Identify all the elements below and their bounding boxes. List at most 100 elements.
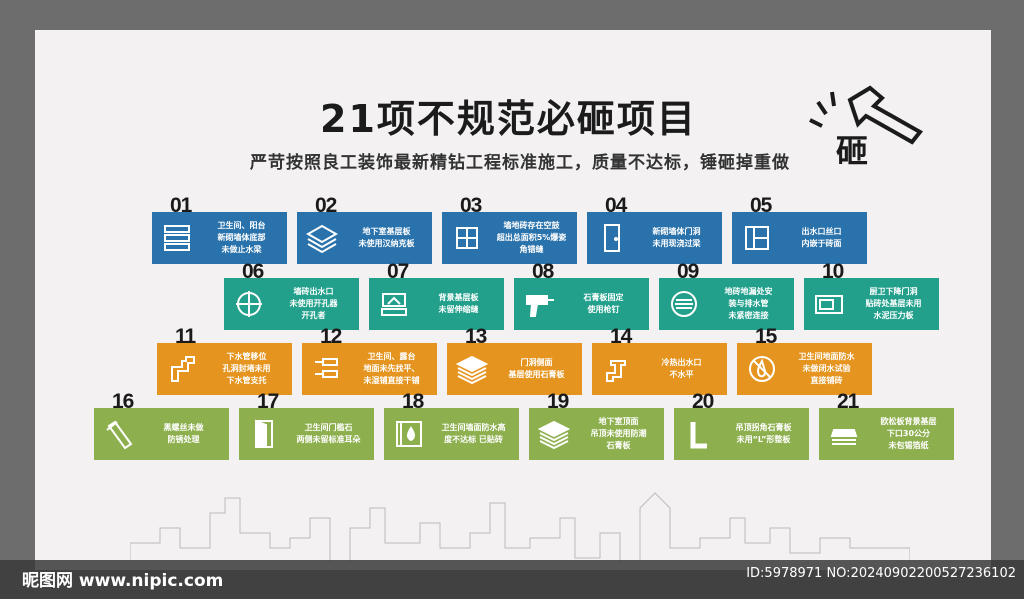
- item-text: 地下室基层板未使用汉纳克板: [358, 227, 415, 248]
- page-title: 21项不规范必砸项目: [320, 97, 697, 141]
- crosshair-icon: [224, 288, 274, 320]
- drain-icon: [659, 288, 709, 320]
- stack-icon: [447, 353, 497, 385]
- item-card-06: 墙砖出水口未使用开孔器开孔者 06: [224, 260, 359, 330]
- item-card-01: 卫生间、阳台新砌墙体底部未做止水梁 01: [152, 194, 287, 264]
- item-box: 卫生间墙面防水高度不达标 已贴砖: [384, 408, 519, 460]
- drill-icon: [514, 288, 564, 320]
- item-box: 出水口丝口内嵌于砖面: [732, 212, 867, 264]
- item-number: 12: [320, 325, 342, 348]
- sheets-icon: [819, 418, 869, 450]
- item-text: 新砌墙体门洞未用现浇过梁: [652, 227, 701, 248]
- item-box: 地下室顶面吊顶未使用防潮石膏板: [529, 408, 664, 460]
- item-card-05: 出水口丝口内嵌于砖面 05: [732, 194, 867, 264]
- footer-bar: [0, 560, 1024, 599]
- item-card-19: 地下室顶面吊顶未使用防潮石膏板 19: [529, 390, 664, 460]
- item-text: 墙地砖存在空鼓超出总面积5%爆瓷角错缝: [496, 221, 567, 254]
- item-number: 01: [170, 194, 192, 217]
- item-card-13: 门洞侧面基层使用石膏板 13: [447, 325, 582, 395]
- item-card-18: 卫生间墙面防水高度不达标 已贴砖 18: [384, 390, 519, 460]
- item-card-09: 地砖地漏处安装与排水管未紧密连接 09: [659, 260, 794, 330]
- item-text: 下水管移位孔洞封堵未用下水管支托: [222, 352, 271, 385]
- page-subtitle: 严苛按照良工装饰最新精钻工程标准施工，质量不达标，锤砸掉重做: [250, 153, 790, 173]
- item-text: 欧松板背景基层下口30公分未包锡箔纸: [880, 417, 937, 450]
- pipe-icon: [157, 353, 207, 385]
- item-text: 卫生间门槛石两侧未留标准耳朵: [296, 423, 361, 444]
- item-text: 卫生间地面防水未做闭水试验直接铺砖: [798, 352, 855, 385]
- faucet-icon: [592, 353, 642, 385]
- item-box: 冷热出水口不水平: [592, 343, 727, 395]
- item-number: 07: [387, 260, 409, 283]
- item-card-11: 下水管移位孔洞封堵未用下水管支托 11: [157, 325, 292, 395]
- item-card-02: 地下室基层板未使用汉纳克板 02: [297, 194, 432, 264]
- item-box: 地下室基层板未使用汉纳克板: [297, 212, 432, 264]
- item-text: 墙砖出水口未使用开孔器开孔者: [289, 287, 338, 320]
- item-card-21: 欧松板背景基层下口30公分未包锡箔纸 21: [819, 390, 954, 460]
- bricks-icon: [152, 222, 202, 254]
- item-number: 08: [532, 260, 554, 283]
- item-box: 卫生间地面防水未做闭水试验直接铺砖: [737, 343, 872, 395]
- item-text: 卫生间、露台地面未先找平、未湿铺直接干铺: [363, 352, 420, 385]
- item-number: 09: [677, 260, 699, 283]
- item-card-07: 背景基层板未留伸缩缝 07: [369, 260, 504, 330]
- item-box: 新砌墙体门洞未用现浇过梁: [587, 212, 722, 264]
- item-text: 门洞侧面基层使用石膏板: [508, 358, 565, 379]
- item-number: 10: [822, 260, 844, 283]
- item-card-08: 石膏板固定使用枪钉 08: [514, 260, 649, 330]
- item-text: 黑螺丝未做防锈处理: [163, 423, 204, 444]
- item-number: 02: [315, 194, 337, 217]
- site-logo[interactable]: 昵图网 www.nipic.com: [22, 571, 224, 591]
- item-text: 石膏板固定使用枪钉: [583, 293, 624, 314]
- item-number: 14: [610, 325, 632, 348]
- item-card-12: 卫生间、露台地面未先找平、未湿铺直接干铺 12: [302, 325, 437, 395]
- hammer-icon: 砸: [809, 85, 924, 170]
- item-text: 卫生间墙面防水高度不达标 已贴砖: [441, 423, 506, 444]
- city-skyline-icon: [130, 492, 910, 563]
- door-open-icon: [239, 418, 289, 450]
- no-water-icon: [737, 353, 787, 385]
- l-shape-icon: [674, 418, 724, 450]
- item-box: 卫生间、阳台新砌墙体底部未做止水梁: [152, 212, 287, 264]
- waterproof-icon: [384, 418, 434, 450]
- item-text: 吊顶拐角石膏板未用“L”形整板: [735, 423, 792, 444]
- item-box: 背景基层板未留伸缩缝: [369, 278, 504, 330]
- item-box: 门洞侧面基层使用石膏板: [447, 343, 582, 395]
- item-number: 13: [465, 325, 487, 348]
- hammer-label: 砸: [836, 132, 868, 170]
- item-card-15: 卫生间地面防水未做闭水试验直接铺砖 15: [737, 325, 872, 395]
- item-box: 石膏板固定使用枪钉: [514, 278, 649, 330]
- item-number: 20: [692, 390, 714, 413]
- item-card-03: 墙地砖存在空鼓超出总面积5%爆瓷角错缝 03: [442, 194, 577, 264]
- item-number: 19: [547, 390, 569, 413]
- item-number: 04: [605, 194, 627, 217]
- level-icon: [302, 353, 352, 385]
- panel-icon: [732, 222, 782, 254]
- item-box: 卫生间门槛石两侧未留标准耳朵: [239, 408, 374, 460]
- item-box: 吊顶拐角石膏板未用“L”形整板: [674, 408, 809, 460]
- item-number: 11: [175, 325, 196, 348]
- screw-icon: [94, 418, 144, 450]
- item-box: 欧松板背景基层下口30公分未包锡箔纸: [819, 408, 954, 460]
- item-number: 06: [242, 260, 264, 283]
- item-text: 卫生间、阳台新砌墙体底部未做止水梁: [217, 221, 266, 254]
- item-card-20: 吊顶拐角石膏板未用“L”形整板 20: [674, 390, 809, 460]
- item-text: 冷热出水口不水平: [661, 358, 702, 379]
- item-text: 地下室顶面吊顶未使用防潮石膏板: [590, 417, 647, 450]
- item-box: 地砖地漏处安装与排水管未紧密连接: [659, 278, 794, 330]
- item-text: 出水口丝口内嵌于砖面: [801, 227, 842, 248]
- item-card-10: 厨卫下降门洞贴砖处基层未用水泥压力板 10: [804, 260, 939, 330]
- image-id: ID:5978971 NO:20240902200527236102: [746, 566, 1016, 581]
- item-box: 厨卫下降门洞贴砖处基层未用水泥压力板: [804, 278, 939, 330]
- item-text: 地砖地漏处安装与排水管未紧密连接: [724, 287, 773, 320]
- tiles-icon: [442, 222, 492, 254]
- stack-icon: [529, 418, 579, 450]
- item-number: 15: [755, 325, 777, 348]
- board-icon: [369, 288, 419, 320]
- item-number: 03: [460, 194, 482, 217]
- item-box: 卫生间、露台地面未先找平、未湿铺直接干铺: [302, 343, 437, 395]
- item-text: 背景基层板未留伸缩缝: [438, 293, 479, 314]
- layers-icon: [297, 222, 347, 254]
- item-box: 墙砖出水口未使用开孔器开孔者: [224, 278, 359, 330]
- item-card-14: 冷热出水口不水平 14: [592, 325, 727, 395]
- item-card-17: 卫生间门槛石两侧未留标准耳朵 17: [239, 390, 374, 460]
